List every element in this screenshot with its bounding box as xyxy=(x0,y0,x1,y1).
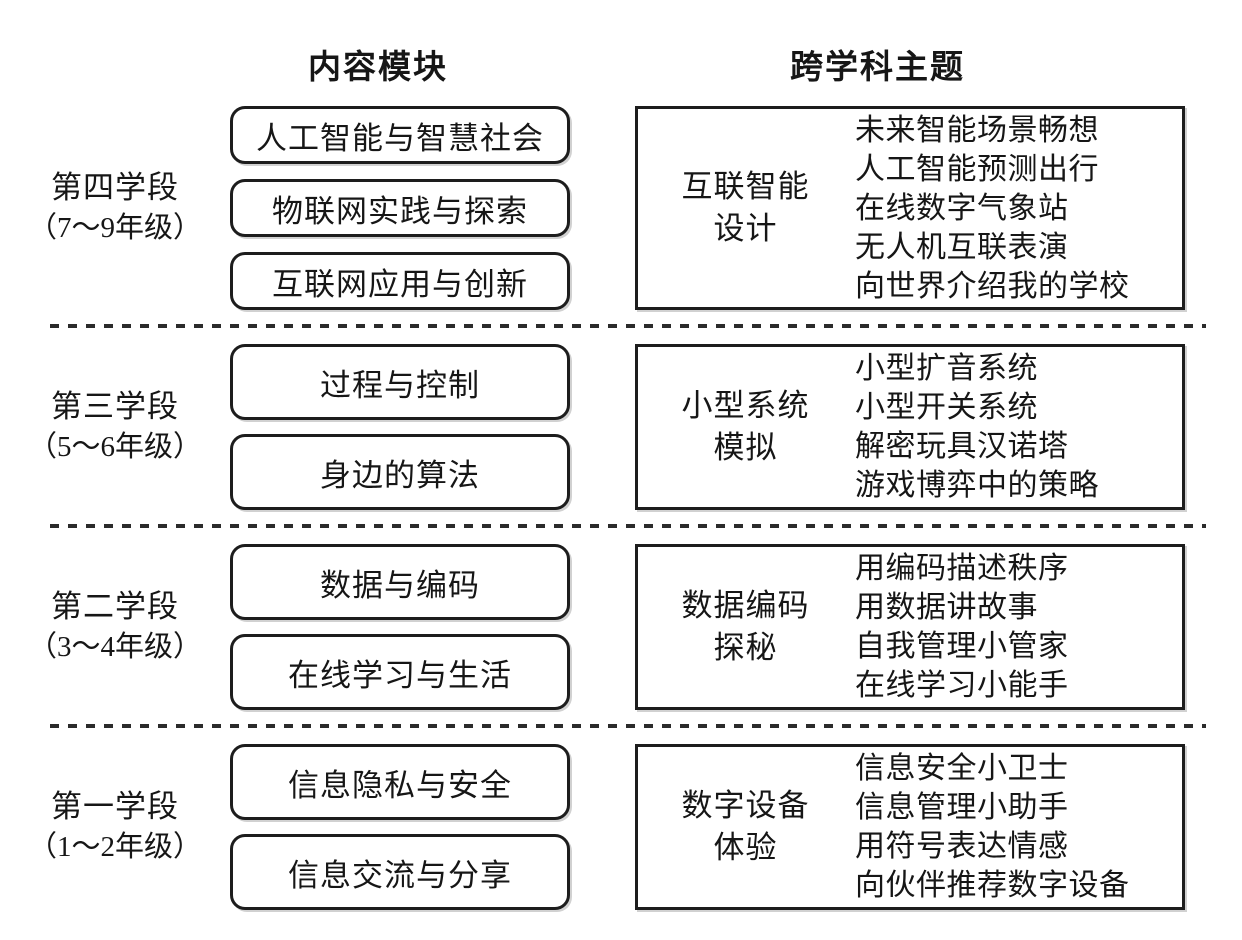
stage-row-grade3-4: 第二学段 （3～4年级） 数据与编码 在线学习与生活 数据编码 探秘 用编码描述… xyxy=(0,544,1242,710)
theme-item: 信息安全小卫士 xyxy=(855,752,1069,785)
module-box: 信息隐私与安全 xyxy=(230,744,570,820)
header-interdisciplinary-themes: 跨学科主题 xyxy=(790,50,965,86)
theme-item: 小型开关系统 xyxy=(855,391,1038,424)
stage-row-grade1-2: 第一学段 （1～2年级） 信息隐私与安全 信息交流与分享 数字设备 体验 信息安… xyxy=(0,744,1242,910)
theme-item: 向世界介绍我的学校 xyxy=(855,269,1130,303)
stage-label: 第四学段 （7～9年级） xyxy=(0,168,230,248)
stage-label: 第二学段 （3～4年级） xyxy=(0,587,230,667)
theme-item-list: 用编码描述秩序 用数据讲故事 自我管理小管家 在线学习小能手 xyxy=(853,543,1182,711)
module-box: 过程与控制 xyxy=(230,344,570,420)
module-box: 物联网实践与探索 xyxy=(230,179,570,237)
theme-item: 小型扩音系统 xyxy=(855,352,1038,385)
stage-grades: （1～2年级） xyxy=(27,831,202,863)
theme-item: 自我管理小管家 xyxy=(855,630,1069,663)
module-box: 数据与编码 xyxy=(230,544,570,620)
theme-item-list: 信息安全小卫士 信息管理小助手 用符号表达情感 向伙伴推荐数字设备 xyxy=(853,743,1182,911)
stage-name: 第四学段 xyxy=(51,170,179,205)
theme-item: 用符号表达情感 xyxy=(855,830,1069,863)
theme-title: 数字设备 体验 xyxy=(638,785,853,869)
theme-item: 游戏博弈中的策略 xyxy=(855,469,1099,502)
stage-row-grade5-6: 第三学段 （5～6年级） 过程与控制 身边的算法 小型系统 模拟 小型扩音系统 … xyxy=(0,344,1242,510)
theme-item: 人工智能预测出行 xyxy=(855,152,1099,186)
theme-box: 数据编码 探秘 用编码描述秩序 用数据讲故事 自我管理小管家 在线学习小能手 xyxy=(635,544,1185,710)
theme-title: 小型系统 模拟 xyxy=(638,385,853,469)
theme-title-line1: 数字设备 xyxy=(681,788,810,823)
module-box: 互联网应用与创新 xyxy=(230,252,570,310)
modules-column: 过程与控制 身边的算法 xyxy=(230,344,570,510)
stage-grades: （5～6年级） xyxy=(27,431,202,463)
theme-title: 数据编码 探秘 xyxy=(638,585,853,669)
stage-name: 第一学段 xyxy=(51,789,179,824)
theme-box: 互联智能 设计 未来智能场景畅想 人工智能预测出行 在线数字气象站 无人机互联表… xyxy=(635,106,1185,310)
modules-column: 人工智能与智慧社会 物联网实践与探索 互联网应用与创新 xyxy=(230,106,570,310)
theme-item: 无人机互联表演 xyxy=(855,230,1069,264)
theme-item: 在线学习小能手 xyxy=(855,669,1069,702)
theme-title-line1: 数据编码 xyxy=(681,588,810,623)
stage-name: 第二学段 xyxy=(51,589,179,624)
dashed-divider xyxy=(50,724,1206,728)
theme-box: 数字设备 体验 信息安全小卫士 信息管理小助手 用符号表达情感 向伙伴推荐数字设… xyxy=(635,744,1185,910)
module-box: 在线学习与生活 xyxy=(230,634,570,710)
column-headers: 内容模块 跨学科主题 xyxy=(0,38,1242,90)
stage-label: 第一学段 （1～2年级） xyxy=(0,787,230,867)
theme-title-line2: 体验 xyxy=(713,830,778,865)
theme-item: 用编码描述秩序 xyxy=(855,552,1069,585)
stage-label: 第三学段 （5～6年级） xyxy=(0,387,230,467)
theme-title: 互联智能 设计 xyxy=(638,166,853,250)
dashed-divider xyxy=(50,524,1206,528)
theme-item: 信息管理小助手 xyxy=(855,791,1069,824)
theme-item: 解密玩具汉诺塔 xyxy=(855,430,1069,463)
module-box: 身边的算法 xyxy=(230,434,570,510)
modules-column: 信息隐私与安全 信息交流与分享 xyxy=(230,744,570,910)
theme-item-list: 小型扩音系统 小型开关系统 解密玩具汉诺塔 游戏博弈中的策略 xyxy=(853,343,1182,511)
module-box: 信息交流与分享 xyxy=(230,834,570,910)
theme-title-line1: 互联智能 xyxy=(681,169,810,204)
module-box: 人工智能与智慧社会 xyxy=(230,106,570,164)
theme-item-list: 未来智能场景畅想 人工智能预测出行 在线数字气象站 无人机互联表演 向世界介绍我… xyxy=(853,105,1182,312)
theme-item: 在线数字气象站 xyxy=(855,191,1069,225)
stage-grades: （7～9年级） xyxy=(27,212,202,244)
stage-name: 第三学段 xyxy=(51,389,179,424)
theme-title-line2: 探秘 xyxy=(713,630,778,665)
theme-item: 向伙伴推荐数字设备 xyxy=(855,869,1130,902)
theme-title-line2: 模拟 xyxy=(713,430,778,465)
theme-item: 未来智能场景畅想 xyxy=(855,113,1099,147)
theme-item: 用数据讲故事 xyxy=(855,591,1038,624)
header-content-modules: 内容模块 xyxy=(308,50,448,86)
theme-box: 小型系统 模拟 小型扩音系统 小型开关系统 解密玩具汉诺塔 游戏博弈中的策略 xyxy=(635,344,1185,510)
stage-grades: （3～4年级） xyxy=(27,631,202,663)
theme-title-line2: 设计 xyxy=(713,211,778,246)
modules-column: 数据与编码 在线学习与生活 xyxy=(230,544,570,710)
theme-title-line1: 小型系统 xyxy=(681,388,810,423)
stage-row-grade7-9: 第四学段 （7～9年级） 人工智能与智慧社会 物联网实践与探索 互联网应用与创新… xyxy=(0,106,1242,310)
dashed-divider xyxy=(50,324,1206,328)
